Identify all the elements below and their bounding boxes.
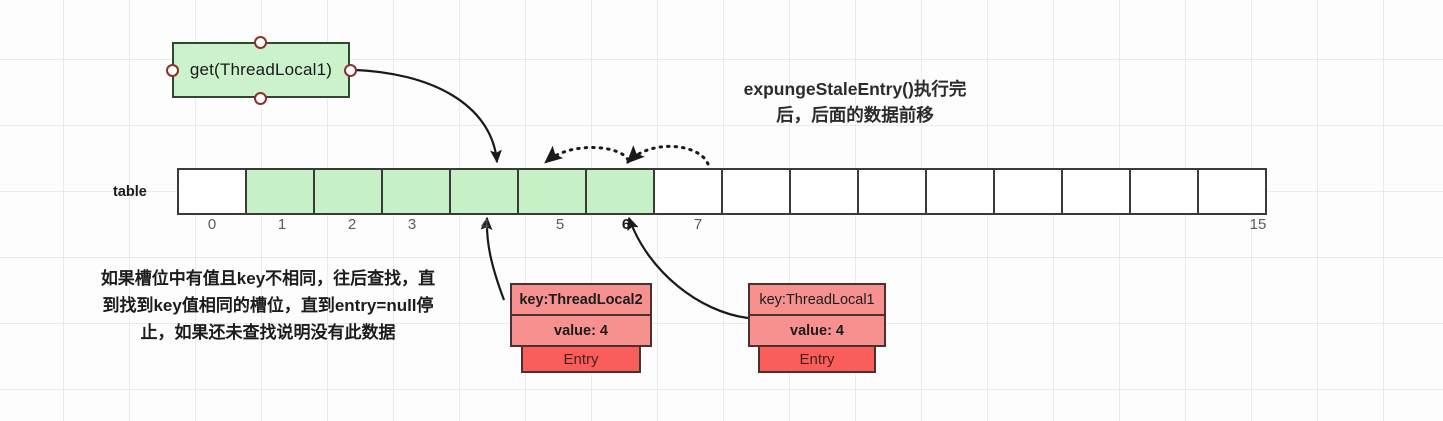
table-label: table (113, 184, 147, 200)
command-box[interactable]: get(ThreadLocal1) (172, 42, 350, 98)
table-cell-2[interactable] (313, 168, 383, 215)
entry-threadlocal2-value: value: 4 (510, 314, 652, 347)
table-cell-4[interactable] (449, 168, 519, 215)
table-cell-6[interactable] (585, 168, 655, 215)
table-index-1: 1 (277, 216, 287, 233)
table-index-7: 7 (693, 216, 703, 233)
table-cell-12[interactable] (993, 168, 1063, 215)
annotation-note-line-2: 到找到key值相同的槽位，直到entry=null停 (102, 296, 434, 315)
command-box-label: get(ThreadLocal1) (189, 60, 333, 79)
annotation-note: 如果槽位中有值且key不相同，往后查找，直 到找到key值相同的槽位，直到ent… (42, 265, 494, 346)
table-cell-14[interactable] (1129, 168, 1199, 215)
table-cell-0[interactable] (177, 168, 247, 215)
table-index-2: 2 (347, 216, 357, 233)
connector-dot-top[interactable] (254, 36, 267, 49)
arrow-get-to-slot4 (351, 68, 502, 164)
diagram-title: expungeStaleEntry()执行完 后，后面的数据前移 (690, 76, 1020, 128)
table-index-5: 5 (555, 216, 565, 233)
table-index-15: 15 (1249, 216, 1267, 233)
table-index-4: 4 (480, 216, 490, 233)
table-index-6: 6 (621, 216, 631, 233)
annotation-note-line-1: 如果槽位中有值且key不相同，往后查找，直 (100, 269, 436, 288)
shift-arrow-6-to-5 (544, 145, 630, 164)
table-row (177, 168, 1267, 215)
annotation-note-line-3: 止，如果还未查找说明没有此数据 (140, 323, 396, 342)
table-index-0: 0 (207, 216, 217, 233)
table-cell-9[interactable] (789, 168, 859, 215)
connector-dot-left[interactable] (166, 64, 179, 77)
entry-threadlocal1-value: value: 4 (748, 314, 886, 347)
table-cell-10[interactable] (857, 168, 927, 215)
entry-threadlocal1-type-label: Entry (758, 345, 876, 373)
shift-arrow-7-to-6 (626, 144, 710, 166)
table-index-3: 3 (407, 216, 417, 233)
entry-threadlocal2-type-label: Entry (521, 345, 641, 373)
table-cell-3[interactable] (381, 168, 451, 215)
table-cell-8[interactable] (721, 168, 791, 215)
diagram-title-line-1: expungeStaleEntry()执行完 (743, 79, 967, 99)
table-cell-5[interactable] (517, 168, 587, 215)
table-cell-7[interactable] (653, 168, 723, 215)
connector-dot-bottom[interactable] (254, 92, 267, 105)
table-cell-1[interactable] (245, 168, 315, 215)
entry-threadlocal2-key: key:ThreadLocal2 (510, 283, 652, 316)
entry-threadlocal1-key: key:ThreadLocal1 (748, 283, 886, 316)
table-cell-11[interactable] (925, 168, 995, 215)
entry-threadlocal2: key:ThreadLocal2 value: 4 Entry (510, 283, 652, 373)
table-cell-15[interactable] (1197, 168, 1267, 215)
diagram-title-line-2: 后，后面的数据前移 (776, 105, 934, 125)
connector-dot-right[interactable] (344, 64, 357, 77)
table-cell-13[interactable] (1061, 168, 1131, 215)
entry-threadlocal1: key:ThreadLocal1 value: 4 Entry (748, 283, 886, 373)
